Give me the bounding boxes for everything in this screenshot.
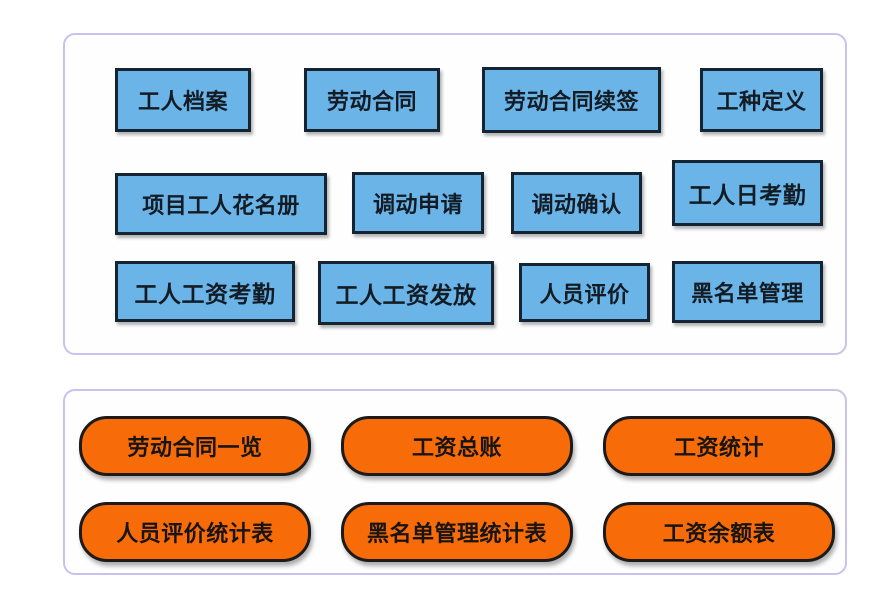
report-module-button-5[interactable]: 工资余额表 bbox=[603, 502, 835, 562]
form-module-button-11[interactable]: 黑名单管理 bbox=[672, 261, 823, 323]
report-module-button-4[interactable]: 黑名单管理统计表 bbox=[341, 502, 573, 562]
form-module-button-8[interactable]: 工人工资考勤 bbox=[115, 261, 295, 322]
form-module-button-7[interactable]: 工人日考勤 bbox=[672, 160, 823, 226]
form-module-button-9[interactable]: 工人工资发放 bbox=[318, 261, 494, 325]
form-module-button-0[interactable]: 工人档案 bbox=[115, 68, 251, 132]
form-module-button-3[interactable]: 工种定义 bbox=[700, 68, 823, 132]
form-module-button-5[interactable]: 调动申请 bbox=[352, 172, 484, 234]
report-module-button-0[interactable]: 劳动合同一览 bbox=[79, 416, 311, 476]
report-module-button-1[interactable]: 工资总账 bbox=[341, 416, 573, 476]
report-module-button-2[interactable]: 工资统计 bbox=[603, 416, 835, 476]
form-module-button-1[interactable]: 劳动合同 bbox=[304, 68, 440, 132]
report-module-button-3[interactable]: 人员评价统计表 bbox=[79, 502, 311, 562]
form-module-button-4[interactable]: 项目工人花名册 bbox=[115, 173, 327, 235]
form-module-button-10[interactable]: 人员评价 bbox=[519, 263, 650, 322]
form-module-button-6[interactable]: 调动确认 bbox=[511, 172, 642, 234]
form-module-button-2[interactable]: 劳动合同续签 bbox=[482, 67, 661, 133]
